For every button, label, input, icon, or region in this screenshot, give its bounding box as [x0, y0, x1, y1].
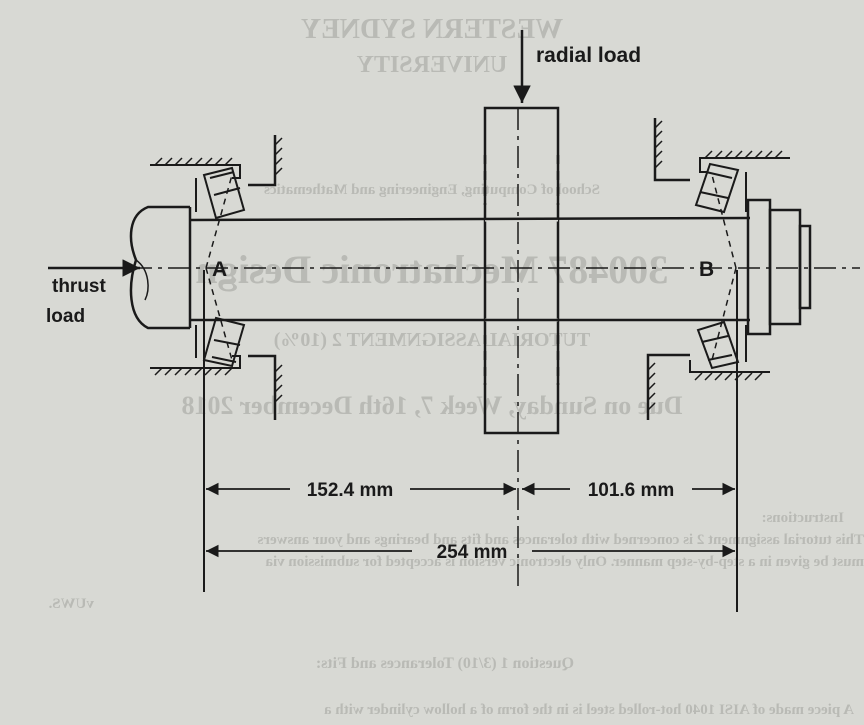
ghost-course: 300487 Mechatronic Design [196, 247, 669, 292]
ghost-question-heading: Question 1 (3/10) Tolerances and Fits: [316, 655, 574, 672]
centerline [130, 108, 860, 590]
bleed-through-text: WESTERN SYDNEY UNIVERSITY School of Comp… [48, 14, 864, 718]
load-label: load [46, 306, 85, 327]
ghost-instructions-heading: Instructions: [761, 510, 844, 526]
ghost-instructions-line3: vUWS. [48, 596, 94, 612]
ghost-instructions-line1: This tutorial assignment 2 is concerned … [257, 532, 864, 548]
ghost-due: Due on Sunday, Week 7, 16th December 201… [181, 391, 682, 420]
bearing-b-label: B [699, 258, 714, 281]
radial-load-label: radial load [536, 44, 641, 67]
bearing-a-label: A [212, 258, 227, 281]
dimension-a-to-gear-label: 152.4 mm [307, 480, 394, 501]
ghost-question-line1: A piece made of AISI 1040 hot-rolled ste… [324, 702, 854, 718]
dimension-a-to-b-label: 254 mm [437, 542, 508, 563]
extension-lines [203, 270, 738, 612]
shaft [129, 198, 812, 336]
bearing-a [150, 135, 283, 420]
ghost-school: School of Computing, Engineering and Mat… [264, 182, 600, 198]
bearing-b [646, 118, 790, 420]
ghost-instructions-line2: must be given in a step-by-step manner. … [265, 554, 864, 570]
ghost-assignment: TUTORIAL ASSIGNMENT 2 (10%) [274, 329, 591, 351]
dimension-gear-to-b-label: 101.6 mm [588, 480, 675, 501]
ghost-university-line1: WESTERN SYDNEY [301, 14, 563, 45]
ghost-university-line2: UNIVERSITY [357, 52, 508, 78]
thrust-label: thrust [52, 276, 107, 297]
